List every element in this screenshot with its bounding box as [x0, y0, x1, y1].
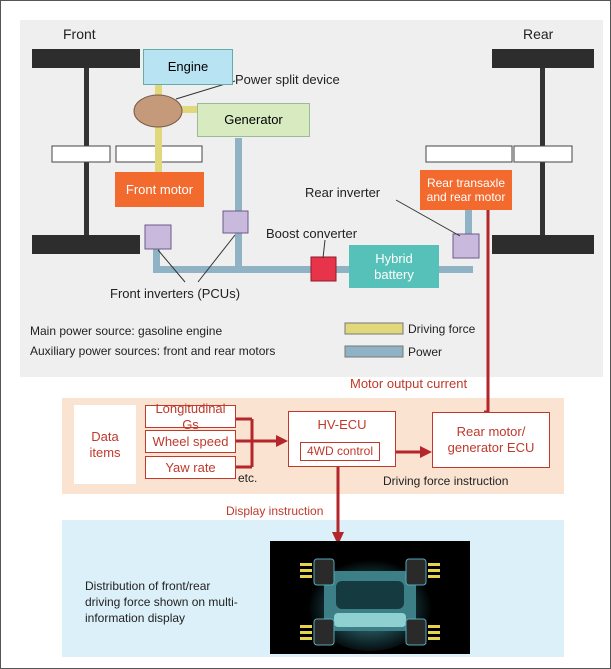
pointer-line	[157, 249, 186, 283]
pointer-line	[395, 199, 461, 237]
drive-shaft-generator	[170, 106, 200, 113]
fourwd-control-box: 4WD control	[300, 442, 380, 461]
front-left-wheel	[32, 49, 140, 68]
wheel-icon	[313, 558, 335, 586]
front-label: Front	[63, 26, 96, 42]
rear-shaft-right	[513, 145, 573, 163]
front-motor-box: Front motor	[115, 172, 204, 207]
wheel-icon	[405, 558, 427, 586]
force-bars-front-right	[428, 563, 440, 578]
power-line	[153, 248, 160, 273]
generator-box: Generator	[197, 103, 310, 137]
motor-output-label: Motor output current	[350, 376, 468, 391]
front-inverter-right	[222, 210, 249, 234]
display-instruction-label: Display instruction	[226, 504, 324, 518]
legend-driving-label: Driving force	[408, 322, 476, 336]
drive-shaft-vertical	[155, 85, 162, 175]
front-shaft-left	[51, 145, 111, 163]
rear-inverter-label: Rear inverter	[305, 185, 381, 200]
multi-information-display	[270, 541, 470, 654]
main-power-note: Main power source: gasoline engine	[30, 324, 223, 338]
force-bars-front-left	[300, 563, 312, 578]
wheel-icon	[405, 618, 427, 646]
distribution-text: Distribution of front/rear driving force…	[85, 579, 238, 626]
rear-transaxle-box: Rear transaxle and rear motor	[420, 170, 512, 210]
power-split-device	[133, 94, 183, 128]
arrowhead-down	[332, 532, 344, 545]
pointer-line	[322, 239, 326, 259]
rear-right-wheel	[492, 235, 594, 254]
force-bars-rear-left	[300, 625, 312, 640]
force-bars-rear-right	[428, 625, 440, 640]
rear-label: Rear	[523, 26, 554, 42]
boost-converter-box	[310, 256, 337, 282]
wheel-speed-box: Wheel speed	[145, 430, 236, 453]
driving-force-instruction-label: Driving force instruction	[383, 474, 509, 488]
yaw-rate-box: Yaw rate	[145, 456, 236, 479]
power-split-label: Power split device	[235, 72, 340, 87]
arrowhead-right	[420, 446, 432, 458]
legend-swatch-driving	[344, 322, 404, 335]
rear-motor-ecu-box: Rear motor/ generator ECU	[432, 412, 550, 468]
etc-label: etc.	[238, 471, 258, 485]
rear-left-wheel	[492, 49, 594, 68]
front-right-wheel	[32, 235, 140, 254]
pointer-line	[197, 234, 236, 283]
legend-swatch-power	[344, 345, 404, 358]
rear-inverter-box	[452, 233, 480, 259]
longitudinal-gs-box: Longitudinal Gs	[145, 401, 236, 432]
power-line	[235, 138, 242, 273]
boost-converter-label: Boost converter	[266, 226, 358, 241]
aux-power-note: Auxiliary power sources: front and rear …	[30, 344, 276, 358]
hybrid-battery-box: Hybrid battery	[349, 245, 439, 288]
arrowhead-right	[276, 435, 288, 447]
engine-box: Engine	[143, 49, 233, 85]
legend-power-label: Power	[408, 345, 443, 359]
front-inverter-left	[144, 224, 172, 250]
vehicle-render	[270, 541, 470, 654]
front-inverters-label: Front inverters (PCUs)	[110, 286, 241, 301]
wheel-icon	[313, 618, 335, 646]
rear-shaft-left	[425, 145, 513, 163]
power-line	[465, 210, 472, 240]
data-items-box: Data items	[74, 405, 136, 484]
